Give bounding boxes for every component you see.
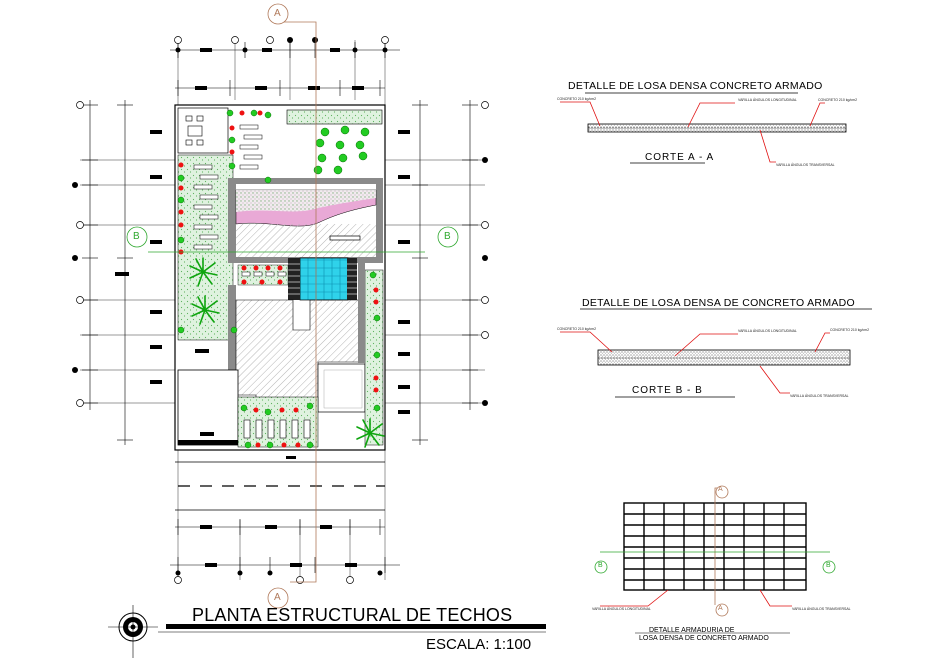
- roof-slab-top: [236, 224, 376, 257]
- stepping-stones: [193, 124, 263, 250]
- detail-2-title: DETALLE DE LOSA DENSA DE CONCRETO ARMADO: [582, 297, 856, 309]
- detail-3-axis-a-bottom: A: [718, 605, 723, 612]
- axis-a-line: [267, 3, 317, 609]
- title-bar: [166, 624, 546, 629]
- axis-a-bottom-label: A: [274, 592, 281, 603]
- detail-3-axis-b-right: B: [826, 562, 831, 569]
- detail-3-axis-b: [594, 551, 836, 574]
- flower-icons: [178, 110, 379, 448]
- slab-section-2: [597, 349, 851, 366]
- dimension-markers: [115, 48, 410, 567]
- roof-plan: [72, 3, 489, 609]
- detail-3-axis-b-left: B: [598, 562, 603, 569]
- detail-2-note-bottom: VARILLA ÁNGULOS TRANSVERSAL: [790, 394, 849, 398]
- detail-1-title: DETALLE DE LOSA DENSA CONCRETO ARMADO: [568, 80, 823, 92]
- north-symbol: [108, 605, 158, 658]
- detail-1-cut-label: CORTE A - A: [645, 152, 715, 163]
- leaders-2: [560, 331, 830, 394]
- detail-2-note-right: CONCRETO 210 kg/cm2: [830, 328, 870, 332]
- black-stair-right: [347, 258, 357, 300]
- garage-wall: [178, 440, 238, 445]
- detail-2-cut-label: CORTE B - B: [632, 385, 703, 396]
- axis-b-right-label: B: [444, 231, 451, 242]
- leaders-1: [560, 101, 825, 163]
- detail-1: [560, 92, 847, 164]
- axis-b-line: [126, 226, 459, 253]
- garage-marker: [200, 432, 214, 436]
- detail-2-note-mid: VARILLA ÁNGULOS LONGITUDINAL: [738, 329, 797, 333]
- detail-3-title-line2: LOSA DENSA DE CONCRETO ARMADO: [639, 635, 769, 642]
- detail-3: [594, 485, 836, 634]
- palm-icon: [189, 257, 385, 448]
- axis-b-left-label: B: [133, 231, 140, 242]
- planter-strip: [237, 264, 289, 286]
- detail-3-title-line1: DETALLE ARMADURIA DE: [649, 627, 735, 634]
- gravel-band: [236, 190, 376, 212]
- detail-3-note-left: VARILLA ÁNGULOS LONGITUDINAL: [592, 607, 651, 611]
- left-marker: [195, 349, 209, 353]
- detail-3-axis-a: [714, 485, 729, 617]
- detail-3-note-right: VARILLA ÁNGULOS TRANSVERSAL: [792, 607, 851, 611]
- detail-1-note-right: CONCRETO 210 kg/cm2: [818, 98, 858, 102]
- skylight-bar: [329, 235, 361, 241]
- front-stepping-stones: [243, 419, 311, 439]
- planter-stones: [241, 271, 287, 277]
- right-wall: [358, 263, 365, 363]
- grid-dots: [72, 37, 488, 576]
- leaders-3: [600, 589, 792, 607]
- detail-2-note-left: CONCRETO 210 kg/cm2: [557, 327, 597, 331]
- small-room: [317, 363, 366, 413]
- tree-icons: [177, 109, 381, 449]
- drawing-scale: ESCALA: 1:100: [426, 636, 532, 653]
- top-garden: [286, 109, 383, 125]
- detail-1-note-left: CONCRETO 210 kg/cm2: [557, 97, 597, 101]
- street: [175, 461, 385, 511]
- table-set-icon: [185, 115, 204, 146]
- stair-lines: [288, 263, 357, 295]
- entry-marker: [286, 456, 296, 459]
- water-feature: [299, 257, 349, 301]
- detail-2: [560, 308, 872, 398]
- detail-1-note-bottom: VARILLA ÁNGULOS TRANSVERSAL: [776, 163, 835, 167]
- axis-a-top-label: A: [274, 8, 281, 19]
- black-stair-left: [288, 258, 300, 300]
- detail-1-note-mid: VARILLA ÁNGULOS LONGITUDINAL: [738, 98, 797, 102]
- right-garden: [364, 269, 384, 446]
- service-area: [177, 107, 229, 154]
- room-inner: [323, 369, 363, 409]
- drawing-title: PLANTA ESTRUCTURAL DE TECHOS: [192, 605, 513, 625]
- detail-3-axis-a-top: A: [718, 486, 723, 493]
